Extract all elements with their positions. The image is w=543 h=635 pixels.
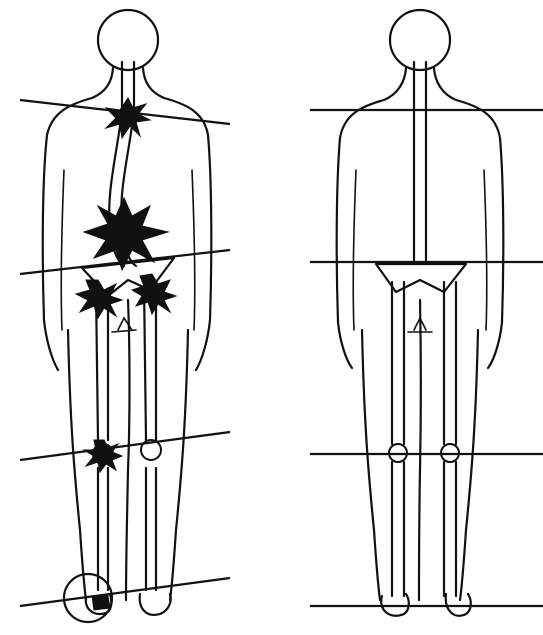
- right-body-outline: [337, 68, 504, 600]
- left-leg-bones-right: [144, 282, 156, 590]
- left-figure-misaligned: [20, 10, 230, 622]
- left-knee-pain-burst: [84, 440, 122, 472]
- left-knee-level: [20, 432, 230, 460]
- right-pelvis: [376, 264, 466, 292]
- right-head: [390, 10, 450, 70]
- left-foot-pain-mark: [92, 596, 110, 610]
- left-groin-mark: [112, 318, 136, 332]
- right-spine: [414, 62, 426, 262]
- upper-back-pain-burst: [106, 98, 150, 138]
- right-figure-aligned: [310, 10, 543, 616]
- right-feet: [381, 594, 471, 616]
- left-body-outline: [43, 68, 212, 600]
- left-head: [98, 10, 158, 70]
- right-leg-bones-left: [392, 282, 404, 596]
- left-hip-pain-burst: [76, 280, 122, 318]
- right-leg-bones-right: [444, 282, 456, 596]
- right-hip-pain-burst: [132, 274, 176, 314]
